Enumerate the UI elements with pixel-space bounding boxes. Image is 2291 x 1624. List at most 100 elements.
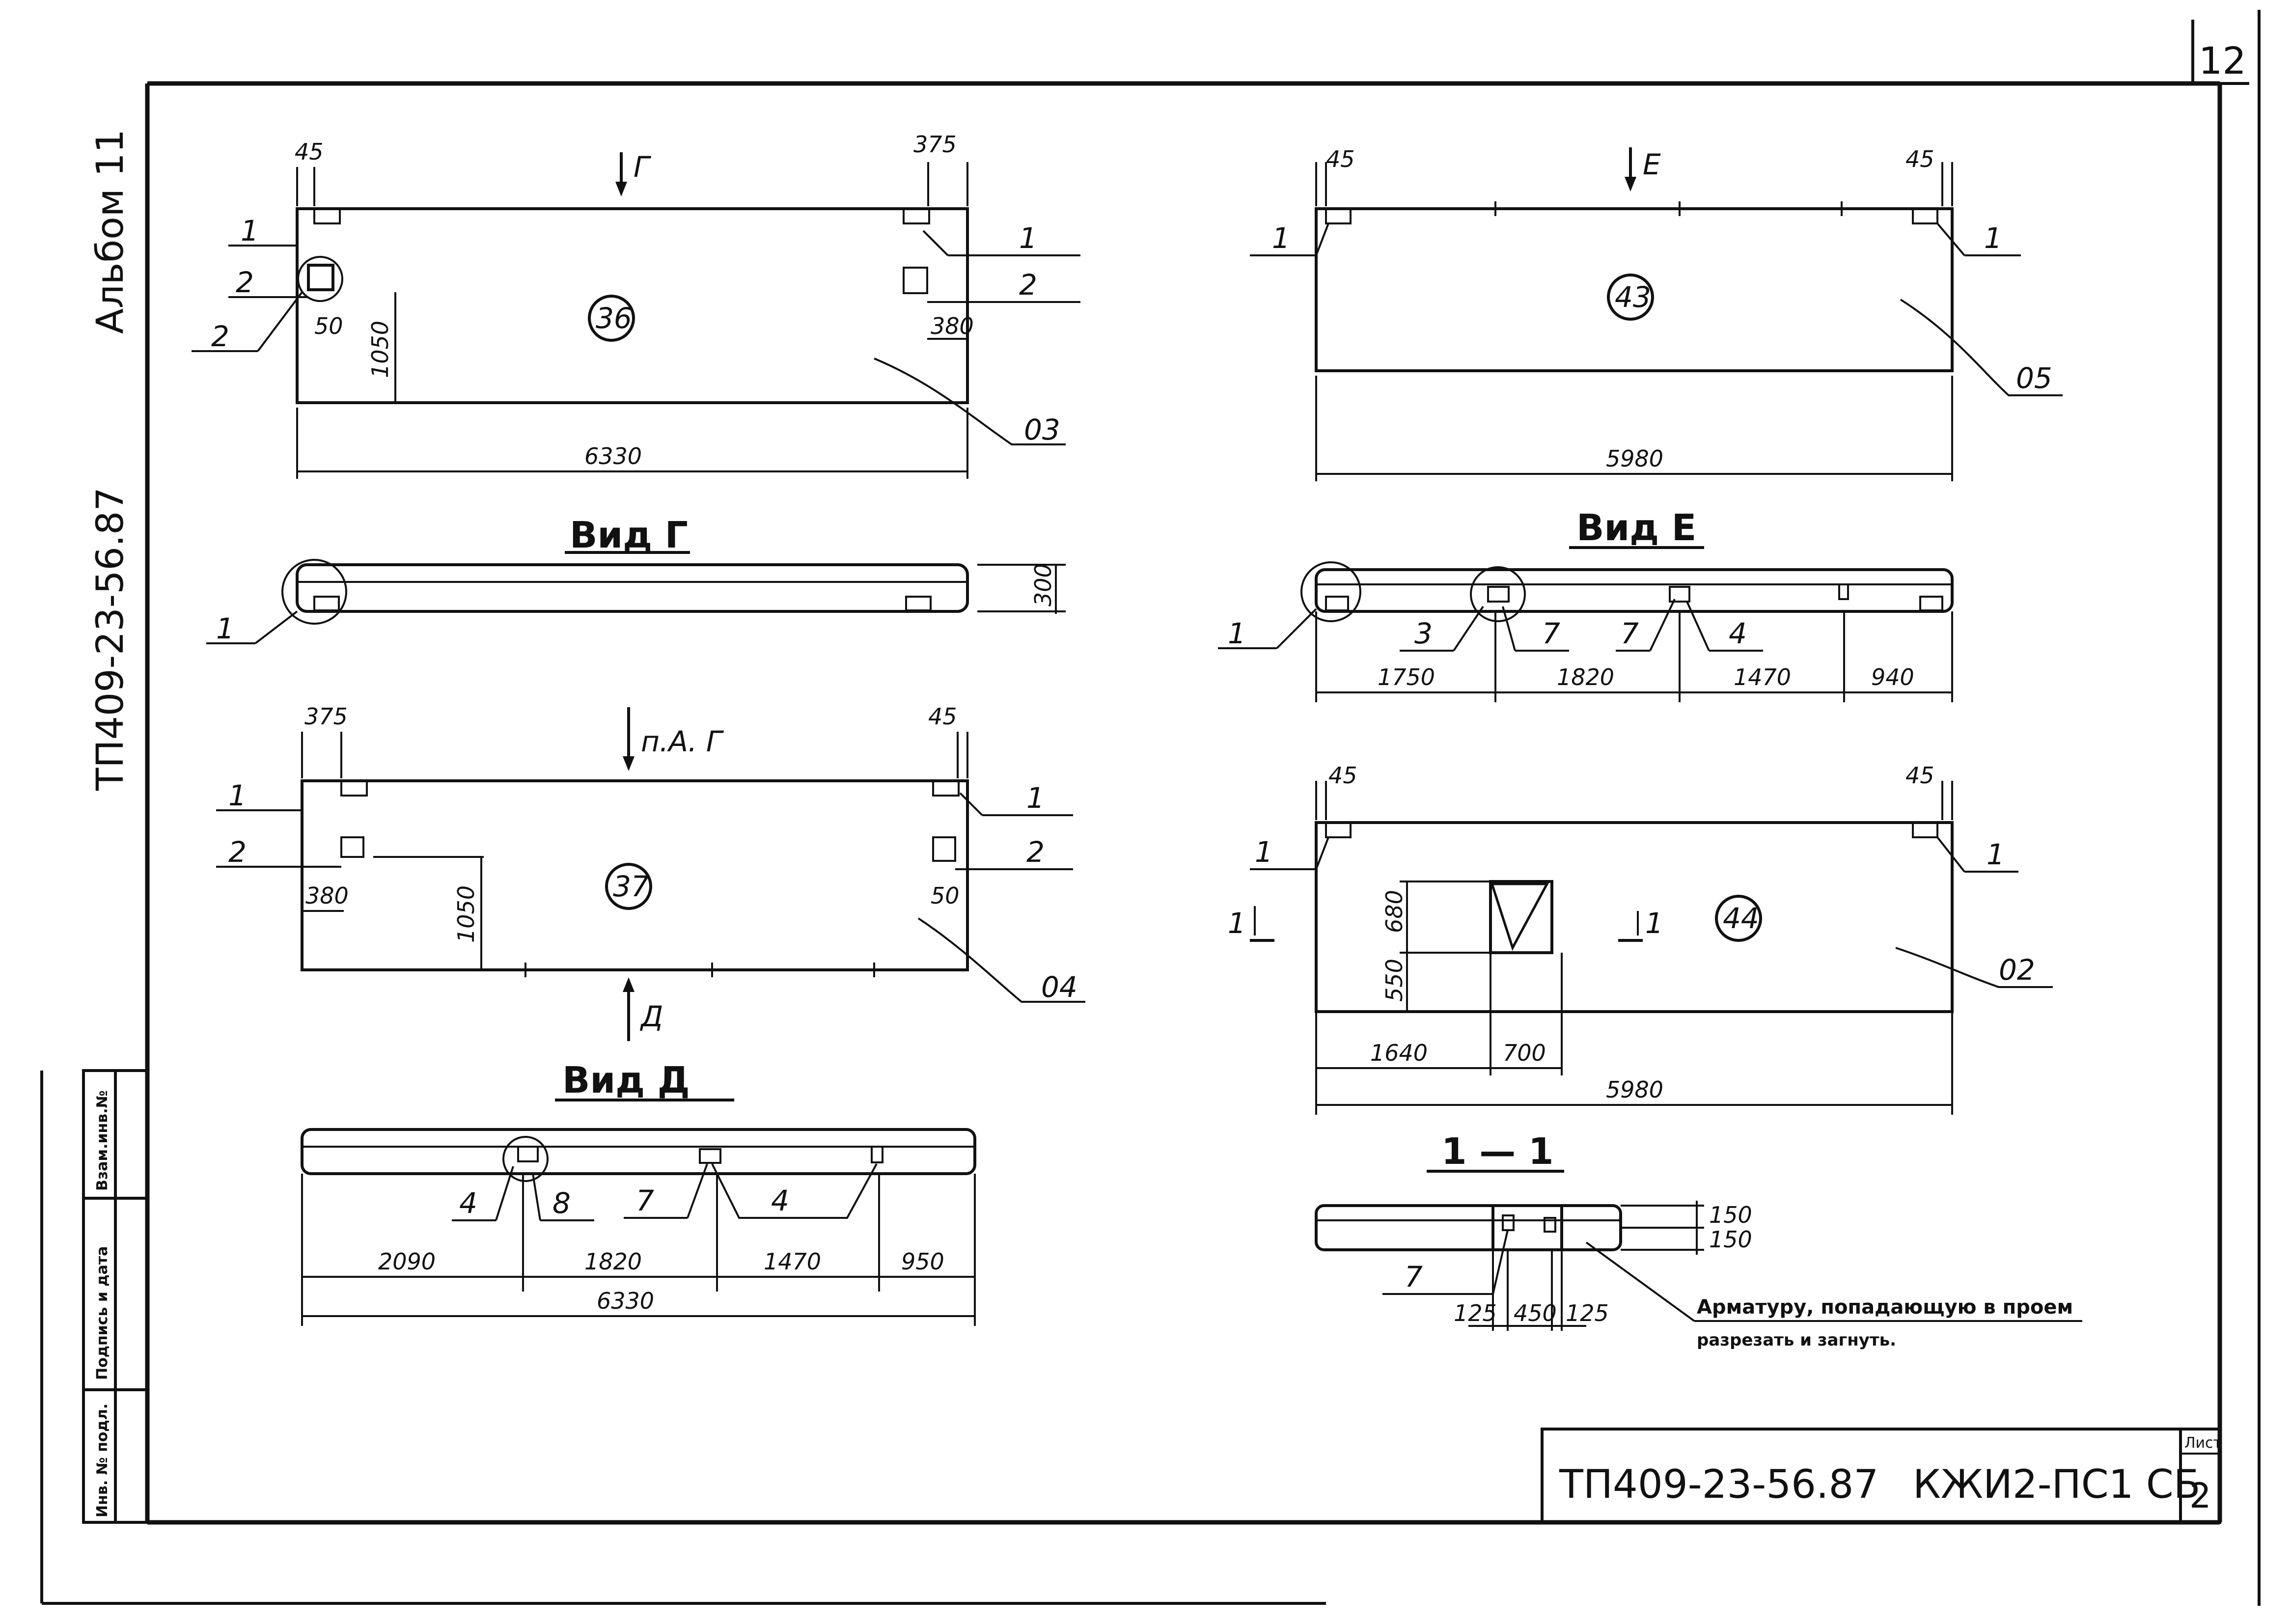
view-e-callout-b: 3 — [1414, 617, 1433, 650]
view-e-seg-4: 940 — [1871, 664, 1914, 690]
view-g-dim-height: 300 — [1030, 563, 1056, 606]
title-project-code: ТП409-23-56.87 — [1559, 1461, 1878, 1507]
panel43-callout-left: 1 — [1272, 221, 1290, 255]
stamp-signature-date: Подпись и дата — [94, 1246, 111, 1380]
panel-43: Е 45 45 5980 43 1 1 05 — [1250, 146, 2063, 481]
panel37-callout-left-top: 1 — [228, 779, 247, 812]
view-e-callout-a: 1 — [1228, 617, 1246, 650]
panel37-view-arrow-top: п.А. Г — [641, 725, 724, 758]
panel43-total-length: 5980 — [1606, 445, 1663, 472]
panel37-leader-04: 04 — [1041, 970, 1077, 1004]
panel36-callout-left-mid: 2 — [236, 266, 254, 299]
title-document-code: КЖИ2-ПС1 СБ — [1913, 1461, 2201, 1507]
view-d-callout-d: 4 — [771, 1184, 789, 1217]
view-e-seg-2: 1820 — [1557, 664, 1614, 690]
panel44-dim-upper: 680 — [1381, 890, 1408, 933]
title-block: ТП409-23-56.87 КЖИ2-ПС1 СБ Лист 2 — [1541, 1428, 2222, 1524]
section-1-1: 1 — 1 150 150 125 450 125 7 Арматуру, по… — [1315, 1130, 2082, 1350]
view-e-seg-3: 1470 — [1734, 664, 1791, 690]
panel-37: п.А. Г Д 375 45 380 1050 50 37 1 2 1 2 0… — [216, 703, 1085, 1041]
panel-44: 45 45 680 550 1640 700 5980 1 1 44 1 1 — [1228, 762, 2053, 1115]
panel43-callout-right: 1 — [1984, 221, 2002, 255]
view-e-callout-c: 7 — [1542, 617, 1560, 650]
panel36-callout-left-top: 1 — [241, 214, 259, 248]
panel37-dim-right-offset: 45 — [928, 703, 957, 730]
section-title: 1 — 1 — [1441, 1130, 1554, 1173]
section-dim-bottom-1: 125 — [1454, 1300, 1497, 1326]
panel43-dim-right-offset: 45 — [1905, 146, 1934, 172]
panel44-callout-right: 1 — [1987, 838, 2005, 871]
panel36-id: 36 — [596, 302, 632, 335]
panel36-dim-inner-offset: 50 — [314, 313, 343, 339]
panel36-dim-right-offset: 375 — [913, 131, 957, 158]
view-d-seg-3: 1470 — [764, 1248, 821, 1275]
stamp-replacement: Взам.инв.№ — [94, 1090, 111, 1191]
panel37-dim-left-offset: 375 — [304, 703, 348, 730]
panel44-leader-02: 02 — [1999, 953, 2035, 987]
panel37-callout-right-top: 1 — [1026, 781, 1045, 815]
panel44-section-right: 1 — [1645, 907, 1663, 940]
view-e-callout-d: 7 — [1621, 617, 1639, 650]
view-e: Вид Е 1750 1820 1470 940 1 3 7 7 4 — [1218, 507, 1954, 702]
title-sheet-number: 2 — [2189, 1476, 2211, 1516]
section-dim-right-2: 150 — [1709, 1226, 1752, 1253]
view-g: Вид Г 300 1 — [206, 514, 1066, 645]
stamp-inv-number: Инв. № подл. — [94, 1404, 111, 1517]
panel44-total-length: 5980 — [1606, 1076, 1663, 1103]
panel44-dim-left-offset: 45 — [1328, 762, 1357, 789]
panel43-leader-05: 05 — [2016, 361, 2052, 395]
panel36-dim-height: 1050 — [367, 321, 393, 378]
section-dim-right-1: 150 — [1709, 1202, 1752, 1228]
panel37-dim-right-inner: 50 — [931, 882, 960, 909]
section-note-line-1: Арматуру, попадающую в проем — [1697, 1296, 2073, 1319]
panel37-dim-height: 1050 — [453, 885, 479, 943]
panel37-callout-left-mid: 2 — [228, 835, 247, 869]
album-label: Альбом 11 — [88, 129, 132, 334]
sheet-corner-number: 12 — [2199, 39, 2246, 83]
panel44-section-left: 1 — [1228, 907, 1246, 940]
title-sheet-label: Лист — [2184, 1434, 2222, 1452]
view-g-callout: 1 — [216, 612, 234, 645]
sheet-frame — [40, 10, 2261, 1606]
stamp-columns: Инв. № подл. Подпись и дата Взам.инв.№ — [82, 1069, 149, 1524]
view-d-seg-1: 2090 — [378, 1248, 436, 1275]
panel36-leader-03: 03 — [1024, 413, 1060, 446]
view-g-title: Вид Г — [570, 514, 688, 556]
view-e-title: Вид Е — [1576, 507, 1696, 549]
section-callout: 7 — [1405, 1260, 1423, 1294]
panel36-view-arrow: Г — [634, 150, 652, 184]
panel36-callout-left-circle: 2 — [211, 320, 229, 353]
view-d: Вид Д 2090 1820 1470 950 6330 4 8 7 4 — [301, 1059, 976, 1326]
view-d-callout-c: 7 — [636, 1184, 654, 1217]
view-d-title: Вид Д — [562, 1059, 690, 1101]
panel44-dim-right-offset: 45 — [1905, 762, 1934, 789]
view-e-seg-1: 1750 — [1378, 664, 1435, 690]
panel36-dim-right-opening: 380 — [931, 313, 974, 339]
panel37-view-arrow-bottom: Д — [639, 1000, 663, 1033]
section-dim-bottom-3: 125 — [1566, 1300, 1609, 1326]
panel44-dim-opening-width: 700 — [1503, 1040, 1546, 1066]
view-d-seg-2: 1820 — [584, 1248, 642, 1275]
panel43-view-arrow: Е — [1643, 148, 1661, 181]
project-code-side: ТП409-23-56.87 — [88, 487, 132, 791]
panel43-id: 43 — [1615, 280, 1651, 314]
panel36-total-length: 6330 — [584, 443, 642, 469]
view-d-seg-4: 950 — [901, 1248, 944, 1275]
panel-36: Г 45 375 50 1050 380 6330 36 1 2 2 1 2 0… — [192, 131, 1080, 479]
panel44-callout-left: 1 — [1255, 835, 1273, 869]
view-d-callout-a: 4 — [459, 1186, 477, 1220]
panel44-id: 44 — [1723, 902, 1759, 935]
panel36-dim-left-offset: 45 — [295, 138, 324, 165]
panel37-id: 37 — [613, 870, 649, 903]
section-dim-bottom-2: 450 — [1514, 1300, 1557, 1326]
panel36-callout-right-mid: 2 — [1019, 268, 1037, 302]
panel44-dim-from-left: 1640 — [1370, 1040, 1428, 1066]
panel43-dim-left-offset: 45 — [1326, 146, 1355, 172]
panel37-dim-opening: 380 — [305, 882, 349, 909]
view-d-total: 6330 — [597, 1288, 654, 1314]
panel37-callout-right-mid: 2 — [1026, 835, 1045, 869]
panel44-dim-lower: 550 — [1381, 959, 1408, 1002]
view-e-callout-e: 4 — [1729, 617, 1747, 650]
section-note-line-2: разрезать и загнуть. — [1697, 1330, 1896, 1350]
